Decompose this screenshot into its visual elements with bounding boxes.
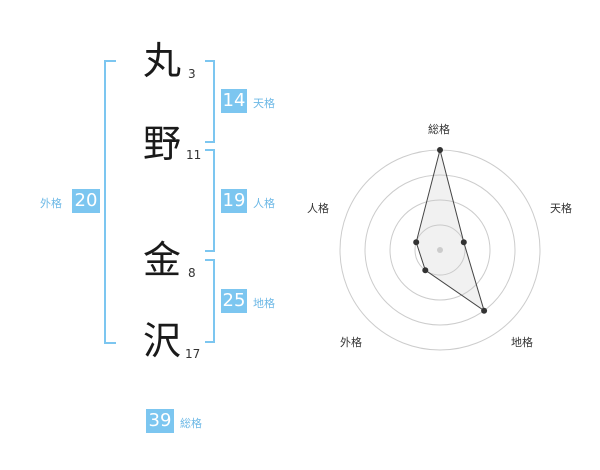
gaikaku-label: 外格 [40,197,62,210]
name-char-4: 沢 [143,319,182,363]
radar-points [413,147,488,314]
radar-axis-label-gaikaku: 外格 [340,336,362,349]
radar-grid-ring-3 [364,174,516,326]
tenkaku-label: 天格 [253,97,275,110]
radar-point-3 [422,267,429,274]
radar-center-dot [437,247,443,253]
radar-axis-label-chikaku: 地格 [511,336,533,349]
radar-point-2 [481,307,488,314]
chikaku-label: 地格 [253,297,275,310]
tenkaku-badge: 14 [221,89,247,113]
chikaku-badge: 25 [221,289,247,313]
radar-point-0 [437,147,443,153]
radar-grid-ring-1 [414,224,466,276]
tenkaku-bracket [205,60,215,143]
stroke-count-4: 17 [185,347,201,361]
jinkaku-label: 人格 [253,197,275,210]
gaikaku-badge: 20 [72,189,100,213]
radar-point-4 [413,239,420,246]
radar-axis-label-jinkaku: 人格 [307,202,329,215]
chikaku-bracket [205,259,215,343]
gaikaku-bracket [104,60,116,344]
radar-area [415,149,485,312]
name-char-2: 野 [143,122,182,166]
radar-point-1 [460,239,467,246]
soukaku-badge: 39 [146,409,174,433]
stroke-count-2: 11 [186,148,202,162]
stroke-count-1: 3 [188,67,196,81]
stroke-count-3: 8 [188,266,196,280]
soukaku-label: 総格 [180,417,202,430]
radar-grid-ring-2 [389,199,491,301]
jinkaku-badge: 19 [221,189,247,213]
name-char-3: 金 [143,238,182,282]
name-char-1: 丸 [143,39,182,83]
jinkaku-bracket [205,149,215,252]
radar-axis-label-tenkaku: 天格 [550,202,572,215]
radar-axis-label-soukaku: 総格 [428,123,450,136]
